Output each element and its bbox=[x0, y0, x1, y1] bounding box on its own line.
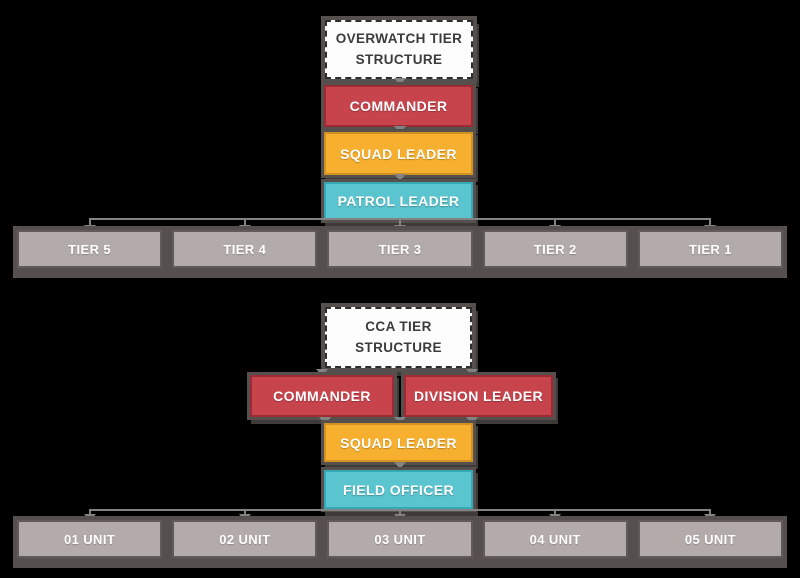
tier-5-node: TIER 5 bbox=[17, 230, 163, 268]
arrow-down-icon bbox=[394, 462, 406, 469]
node-label: COMMANDER bbox=[273, 388, 371, 404]
node-label: DIVISION LEADER bbox=[414, 388, 543, 404]
arrow-down-icon bbox=[394, 78, 406, 85]
cca-unit-row: 01 UNIT 02 UNIT 03 UNIT 04 UNIT 05 UNIT bbox=[13, 516, 787, 568]
overwatch-commander-node: COMMANDER bbox=[324, 85, 473, 127]
overwatch-squad-leader-node: SQUAD LEADER bbox=[324, 132, 473, 175]
node-label: TIER 5 bbox=[68, 241, 112, 257]
node-label: 01 UNIT bbox=[64, 531, 116, 547]
node-label: PATROL LEADER bbox=[337, 193, 460, 209]
cca-title: CCA TIER STRUCTURE bbox=[355, 318, 442, 355]
unit-01-node: 01 UNIT bbox=[17, 520, 163, 558]
cca-header-box: CCA TIER STRUCTURE bbox=[325, 307, 472, 368]
node-label: TIER 1 bbox=[688, 241, 732, 257]
overwatch-tier-row: TIER 5 TIER 4 TIER 3 TIER 2 TIER 1 bbox=[13, 226, 787, 278]
arrow-down-icon bbox=[394, 126, 406, 133]
cca-commander-node: COMMANDER bbox=[250, 375, 394, 417]
node-label: SQUAD LEADER bbox=[340, 145, 457, 162]
cca-division-leader-node: DIVISION LEADER bbox=[404, 375, 553, 417]
arrow-down-icon bbox=[466, 417, 478, 424]
overwatch-title: OVERWATCH TIER STRUCTURE bbox=[335, 30, 463, 67]
node-label: 04 UNIT bbox=[529, 531, 581, 547]
unit-03-node: 03 UNIT bbox=[327, 520, 473, 558]
connector-stub bbox=[399, 509, 401, 516]
node-label: TIER 4 bbox=[223, 241, 267, 257]
node-label: 02 UNIT bbox=[219, 531, 271, 547]
tier-1-node: TIER 1 bbox=[637, 230, 784, 268]
node-label: SQUAD LEADER bbox=[340, 434, 457, 451]
overwatch-patrol-leader-node: PATROL LEADER bbox=[324, 182, 473, 220]
tier-3-node: TIER 3 bbox=[327, 230, 473, 268]
node-label: FIELD OFFICER bbox=[343, 481, 454, 498]
overwatch-header-box: OVERWATCH TIER STRUCTURE bbox=[325, 20, 473, 79]
node-label: 03 UNIT bbox=[374, 531, 426, 547]
connector-stub bbox=[244, 218, 246, 226]
connector-stub bbox=[89, 509, 91, 516]
arrow-down-icon bbox=[394, 417, 406, 424]
arrow-down-icon bbox=[316, 369, 328, 376]
unit-05-node: 05 UNIT bbox=[637, 520, 784, 558]
cca-squad-leader-node: SQUAD LEADER bbox=[324, 423, 473, 462]
connector-stub bbox=[554, 218, 556, 226]
tier-4-node: TIER 4 bbox=[172, 230, 318, 268]
connector-stub bbox=[709, 509, 711, 516]
arrow-down-icon bbox=[319, 417, 331, 424]
connector-stub bbox=[709, 218, 711, 226]
node-label: TIER 2 bbox=[533, 241, 577, 257]
unit-04-node: 04 UNIT bbox=[482, 520, 628, 558]
connector-stub bbox=[554, 509, 556, 516]
tier-2-node: TIER 2 bbox=[482, 230, 628, 268]
connector-stub bbox=[399, 218, 401, 226]
node-label: 05 UNIT bbox=[684, 531, 737, 547]
unit-02-node: 02 UNIT bbox=[172, 520, 318, 558]
node-label: COMMANDER bbox=[349, 98, 448, 114]
arrow-down-icon bbox=[466, 369, 478, 376]
node-label: TIER 3 bbox=[378, 241, 422, 257]
connector-stub bbox=[89, 218, 91, 226]
connector-stub bbox=[244, 509, 246, 516]
arrow-down-icon bbox=[394, 174, 406, 181]
cca-field-officer-node: FIELD OFFICER bbox=[324, 470, 473, 509]
